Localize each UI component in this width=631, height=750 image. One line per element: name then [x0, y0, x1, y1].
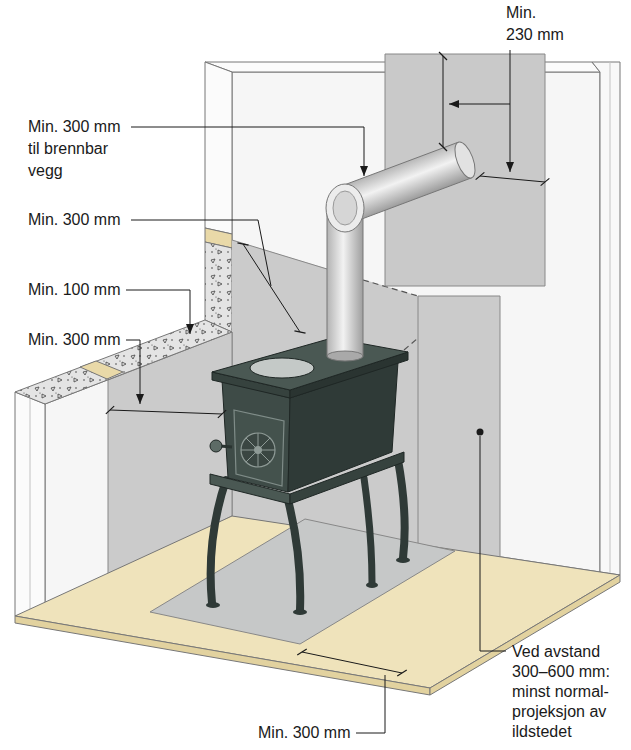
stove	[290, 452, 404, 504]
stove	[366, 582, 378, 588]
stove	[241, 433, 275, 467]
heat-shield	[232, 240, 327, 269]
dimension-line	[302, 652, 402, 673]
leader-line	[449, 50, 510, 104]
leader-line	[356, 675, 385, 733]
dimension-label: Min. 300 mm	[28, 209, 120, 231]
left-wall	[15, 392, 45, 616]
stove	[398, 460, 405, 558]
leader-line	[126, 290, 190, 334]
marker-dot	[477, 429, 484, 436]
stove	[211, 480, 226, 603]
dimension-label: Min. 230 mm	[506, 2, 566, 46]
right-wall	[610, 62, 611, 573]
stove	[222, 380, 290, 492]
leader-line	[131, 127, 364, 176]
leader-line	[126, 340, 140, 404]
leader-line	[126, 50, 510, 733]
marker-dot	[477, 429, 484, 436]
dimension-label: Ved avstand 300–600 mm: minst normal- pr…	[512, 642, 620, 742]
stove	[288, 500, 300, 610]
left-wall	[15, 320, 232, 404]
floor	[15, 516, 620, 688]
stove	[293, 609, 307, 615]
dimension-label: Min. 300 mm	[258, 722, 350, 744]
dimension-line	[443, 56, 444, 147]
flue-pipe	[333, 191, 357, 225]
dimension-label: Min. 100 mm	[28, 279, 120, 301]
dimension-label: Min. 300 mm til brennbar vegg	[28, 116, 128, 182]
dimension-label: Min. 300 mm	[28, 329, 120, 351]
dimension-line	[480, 176, 545, 182]
dimension-line	[243, 244, 300, 332]
stove	[206, 338, 410, 615]
leader-line	[131, 220, 271, 286]
flue-pipe	[326, 184, 364, 232]
heat-shield	[404, 338, 418, 350]
heat-shield	[500, 296, 501, 557]
stove	[396, 557, 410, 563]
flue-pipe	[326, 139, 479, 361]
stove	[250, 358, 314, 378]
stove	[212, 338, 408, 390]
back-wall	[205, 62, 232, 234]
flue-pipe	[451, 139, 479, 180]
dimension-line	[110, 410, 222, 414]
heat-shield	[418, 296, 419, 544]
dimension-line	[110, 56, 545, 673]
stove	[206, 602, 220, 608]
left-wall	[80, 361, 123, 379]
heat-shield	[418, 296, 500, 297]
leader-line	[480, 436, 506, 651]
flue-pipe	[327, 351, 363, 361]
back-wall	[205, 242, 232, 332]
stove	[241, 433, 275, 467]
leader-line	[510, 104, 511, 172]
stove	[364, 478, 372, 583]
stove	[210, 440, 222, 452]
stove	[234, 410, 284, 486]
right-wall	[592, 62, 620, 575]
heat-shield	[232, 54, 545, 557]
left-wall	[30, 398, 31, 613]
right-wall	[592, 62, 620, 575]
